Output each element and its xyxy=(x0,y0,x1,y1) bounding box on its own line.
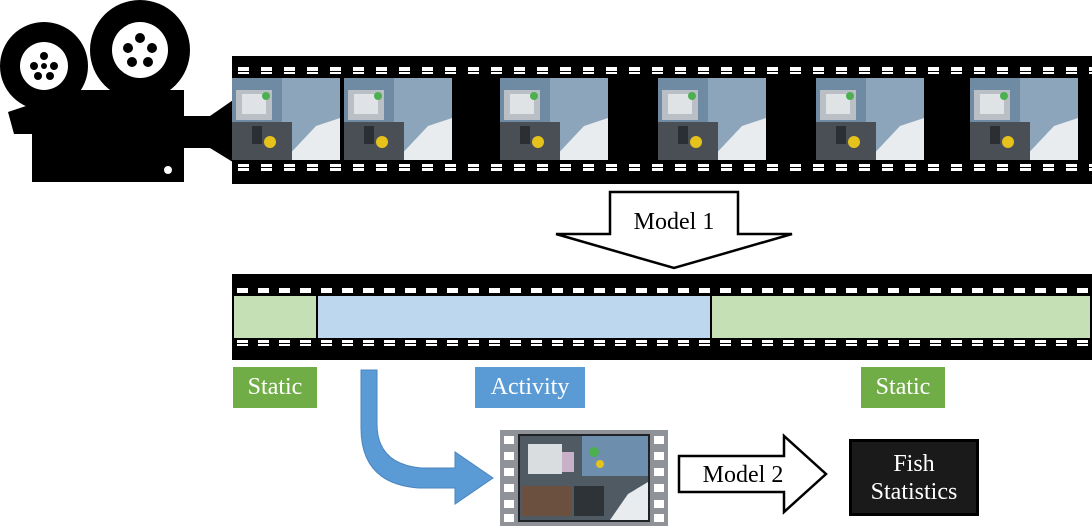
static-label-right: Static xyxy=(861,367,945,408)
curved-arrow-icon xyxy=(360,369,494,505)
video-frame xyxy=(232,78,340,160)
video-camera-icon xyxy=(0,0,236,182)
right-arrow-icon xyxy=(677,433,828,515)
static-label-left: Static xyxy=(233,367,317,408)
activity-clip-icon xyxy=(500,430,668,526)
static-segment-right xyxy=(712,296,1090,338)
activity-segment xyxy=(318,296,710,338)
fish-statistics-line2: Statistics xyxy=(870,478,958,505)
down-arrow-icon xyxy=(555,190,793,270)
model2-label: Model 2 xyxy=(702,461,784,488)
fish-statistics-box: Fish Statistics xyxy=(849,439,979,516)
activity-label: Activity xyxy=(475,367,585,408)
model1-label: Model 1 xyxy=(633,208,715,235)
video-frame xyxy=(970,78,1078,160)
video-film-strip xyxy=(232,56,1092,184)
segmented-film-strip xyxy=(232,274,1092,360)
video-frame xyxy=(500,78,608,160)
fish-statistics-line1: Fish xyxy=(893,450,935,477)
video-frame xyxy=(658,78,766,160)
static-segment-left xyxy=(234,296,316,338)
video-frame xyxy=(816,78,924,160)
video-frame xyxy=(344,78,452,160)
